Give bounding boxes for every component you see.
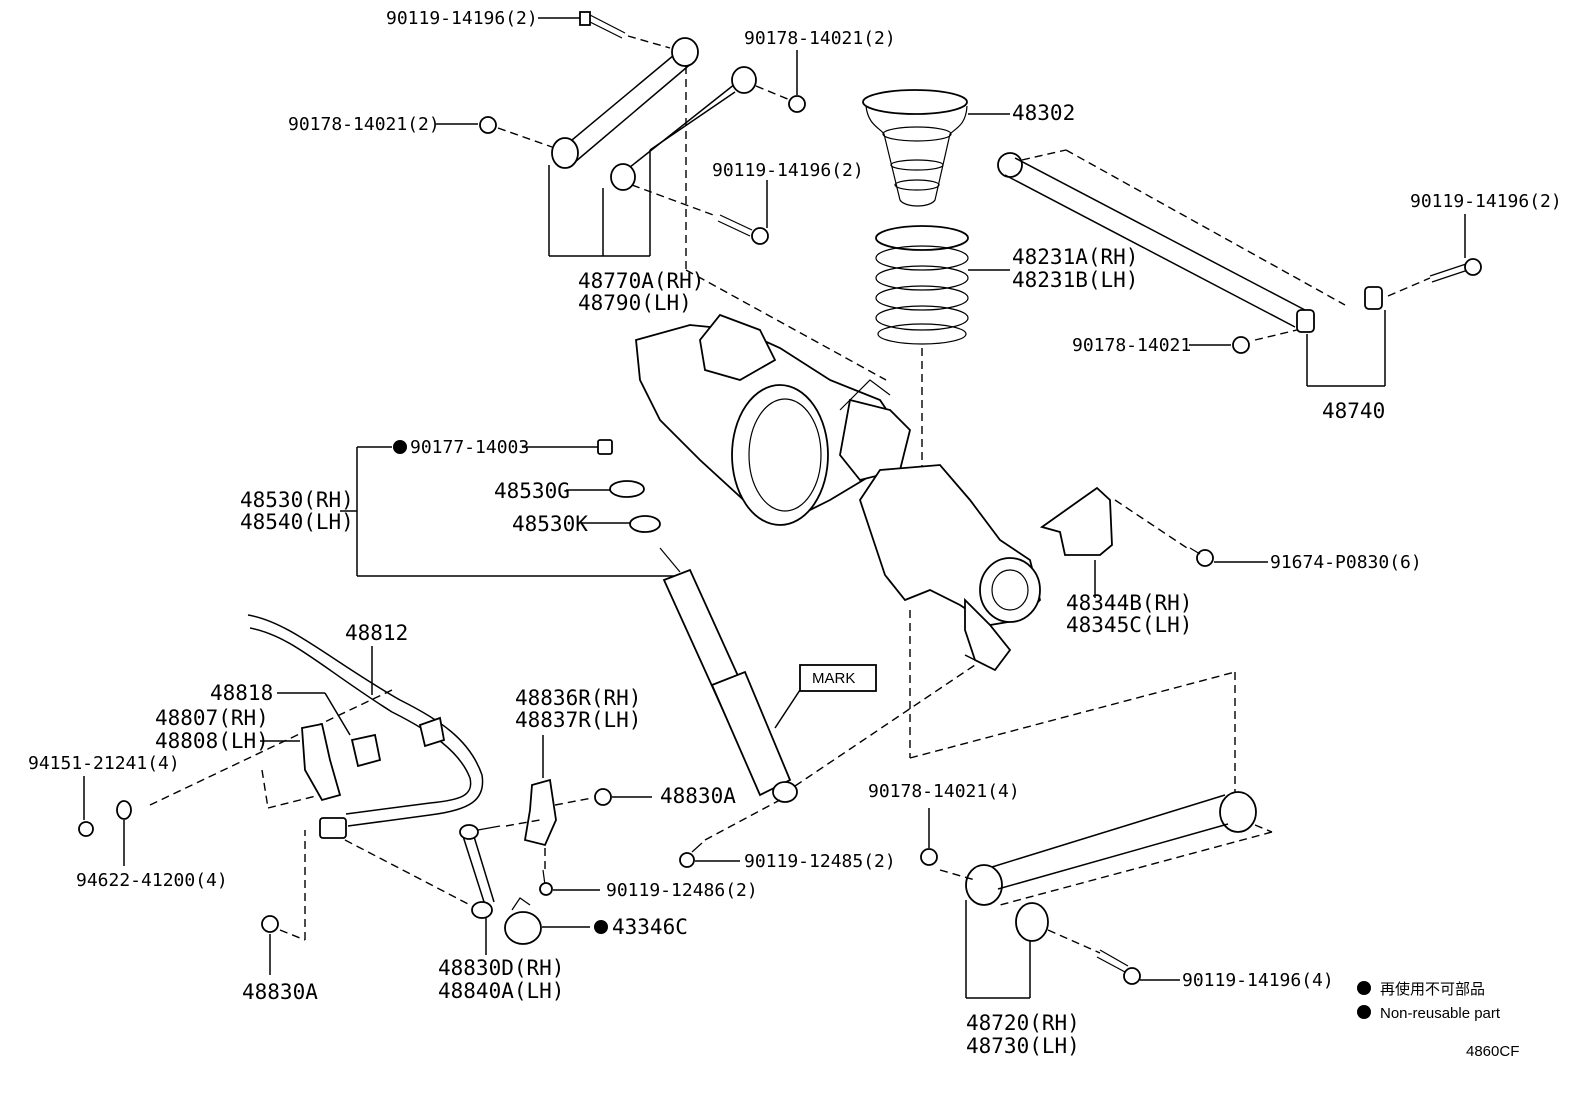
label-48530k: 48530K	[512, 512, 588, 536]
non-reusable-dot-icon	[1357, 1005, 1371, 1019]
stabilizer-bar	[149, 614, 484, 839]
sensor-43346c	[504, 897, 608, 945]
bolt-12486	[539, 848, 600, 896]
label-48840a: 48840A(LH)	[438, 979, 564, 1003]
label-48818: 48818	[210, 681, 273, 705]
label-90178-14021-topright: 90178-14021(2)	[744, 28, 896, 49]
legend-jp: 再使用不可部品	[1380, 981, 1485, 998]
label-48830d: 48830D(RH)	[438, 956, 564, 980]
shock-absorber	[340, 439, 976, 803]
bolt-12485	[679, 799, 781, 868]
label-48302: 48302	[1012, 101, 1075, 125]
axle-housing	[635, 313, 1041, 672]
label-90178-14021-4: 90178-14021(4)	[868, 781, 1020, 802]
label-48720: 48720(RH)	[966, 1011, 1080, 1035]
label-48530g: 48530G	[494, 479, 570, 503]
bolt-mid	[631, 180, 769, 245]
label-48530: 48530(RH)	[240, 488, 354, 512]
label-48836r: 48836R(RH)	[515, 686, 641, 710]
label-90178-14021-left: 90178-14021(2)	[288, 114, 440, 135]
nut-top-right	[755, 50, 806, 113]
label-90119-14196-top: 90119-14196(2)	[386, 8, 538, 29]
label-90119-14196-4: 90119-14196(4)	[1182, 970, 1334, 991]
label-48812: 48812	[345, 621, 408, 645]
figure-code: 4860CF	[1466, 1043, 1519, 1060]
nut-48830A-bottom	[261, 830, 306, 975]
nut-top-left	[436, 116, 553, 148]
label-48830a-right: 48830A	[660, 784, 736, 808]
label-48344b: 48344B(RH)	[1066, 591, 1192, 615]
label-48345c: 48345C(LH)	[1066, 613, 1192, 637]
non-reusable-dot-icon	[1357, 981, 1371, 995]
lower-control-arm	[920, 791, 1273, 999]
label-90119-12485: 90119-12485(2)	[744, 851, 896, 872]
coil-spring	[875, 225, 1010, 345]
label-94151-21241: 94151-21241(4)	[28, 753, 180, 774]
part-labels: 90119-14196(2) 90178-14021(2) 90178-1402…	[28, 8, 1562, 1058]
label-48830a-bottom: 48830A	[242, 980, 318, 1004]
label-48790: 48790(LH)	[578, 291, 692, 315]
label-48808: 48808(LH)	[155, 729, 269, 753]
label-94622-41200: 94622-41200(4)	[76, 870, 228, 891]
lateral-rod	[997, 149, 1482, 387]
label-48770a: 48770A(RH)	[578, 269, 704, 293]
label-90119-12486: 90119-12486(2)	[606, 880, 758, 901]
bump-stopper	[862, 89, 1010, 207]
washer-nut-left	[78, 776, 132, 866]
label-90178-14021-right: 90178-14021	[1072, 335, 1191, 356]
bolt-top	[538, 11, 671, 49]
label-mark: MARK	[812, 670, 855, 687]
label-48231b: 48231B(LH)	[1012, 268, 1138, 292]
label-48740: 48740	[1322, 399, 1385, 423]
label-48730: 48730(LH)	[966, 1034, 1080, 1058]
legend-en: Non-reusable part	[1380, 1005, 1501, 1022]
label-91674-p0830: 91674-P0830(6)	[1270, 552, 1422, 573]
label-90177-14003: 90177-14003	[410, 437, 529, 458]
stabilizer-link	[344, 824, 501, 955]
legend: 再使用不可部品 Non-reusable part	[1357, 981, 1501, 1022]
label-48837r: 48837R(LH)	[515, 708, 641, 732]
label-48807: 48807(RH)	[155, 706, 269, 730]
label-48540: 48540(LH)	[240, 510, 354, 534]
label-90119-14196-right: 90119-14196(2)	[1410, 191, 1562, 212]
bracket-48344b	[1039, 486, 1268, 598]
stabilizer-bushing	[277, 692, 382, 768]
label-90119-14196-mid: 90119-14196(2)	[712, 160, 864, 181]
label-48231a: 48231A(RH)	[1012, 245, 1138, 269]
stabilizer-bracket	[260, 722, 342, 809]
upper-control-arm	[548, 37, 757, 257]
link-bracket	[505, 735, 652, 847]
label-43346c: 43346C	[612, 915, 688, 939]
